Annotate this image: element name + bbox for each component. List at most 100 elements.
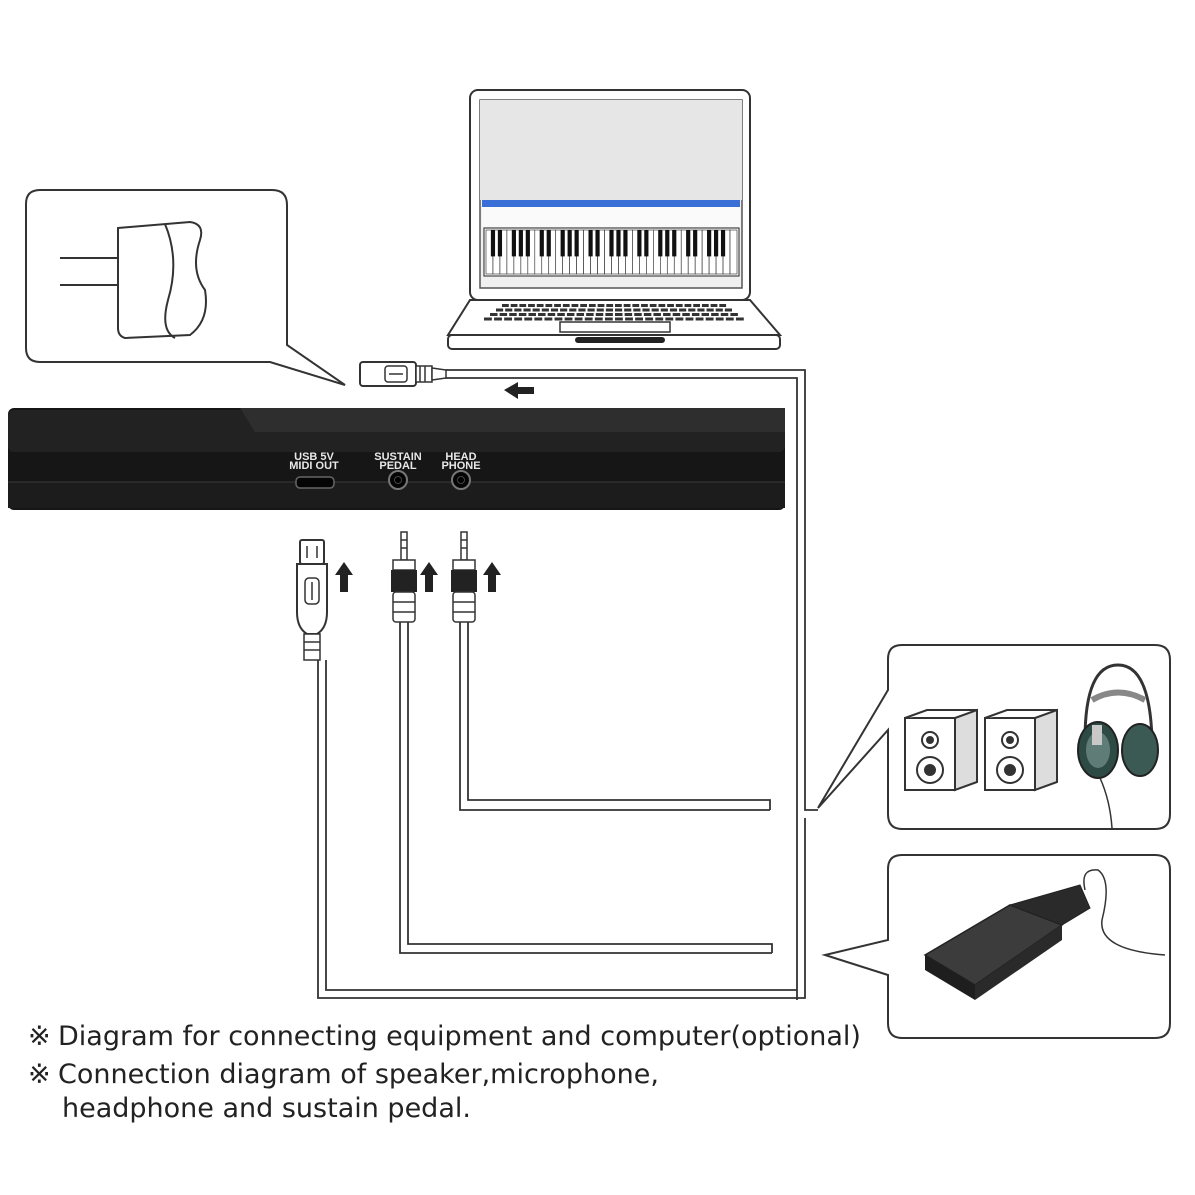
- laptop-key: [532, 308, 540, 312]
- sustain-port-label-line1: SUSTAIN: [374, 451, 422, 463]
- laptop-key: [635, 317, 644, 321]
- laptop-key: [645, 317, 654, 321]
- arrow-up-icon: [420, 562, 438, 592]
- laptop-key: [706, 308, 714, 312]
- black-key: [511, 230, 516, 257]
- laptop-key: [604, 317, 613, 321]
- black-key: [658, 230, 663, 257]
- laptop-key: [615, 308, 623, 312]
- black-key: [490, 230, 496, 257]
- reference-mark: ※: [28, 1059, 51, 1090]
- black-key: [672, 230, 677, 257]
- laptop-key: [550, 308, 559, 312]
- headphone-icon: [1077, 663, 1159, 829]
- arrow-up-icon: [335, 562, 353, 592]
- laptop-key: [625, 317, 633, 321]
- laptop-key: [502, 304, 509, 307]
- laptop-key: [719, 304, 727, 307]
- laptop-key: [494, 317, 502, 321]
- black-key: [637, 230, 642, 257]
- laptop-key: [554, 304, 561, 307]
- laptop-key: [566, 313, 575, 316]
- laptop-icon: [446, 89, 783, 350]
- laptop-key: [595, 313, 604, 316]
- laptop-key: [688, 308, 696, 312]
- laptop-key: [658, 304, 666, 307]
- laptop-key: [649, 304, 657, 307]
- laptop-key: [642, 308, 650, 312]
- laptop-key: [705, 317, 714, 321]
- laptop-key: [623, 304, 631, 307]
- usb-port: [295, 476, 335, 489]
- laptop-key: [538, 313, 546, 316]
- headphone-port-label-line2: PHONE: [441, 460, 480, 472]
- laptop-key: [641, 304, 648, 307]
- laptop-key: [528, 313, 536, 316]
- black-key: [713, 230, 719, 257]
- laptop-key: [554, 317, 563, 321]
- laptop-key: [634, 313, 642, 316]
- black-key: [644, 230, 649, 257]
- power-adapter-icon: [60, 220, 207, 340]
- laptop-key: [606, 304, 614, 307]
- laptop-key: [685, 317, 694, 321]
- laptop-key: [557, 313, 565, 316]
- laptop-key: [499, 313, 508, 316]
- black-key: [560, 230, 565, 257]
- speaker-icon: [984, 708, 1058, 792]
- laptop-key: [667, 304, 674, 307]
- laptop-key: [693, 304, 701, 307]
- caption-device-connection: ※Connection diagram of speaker,microphon…: [28, 1058, 659, 1092]
- black-key: [609, 230, 614, 257]
- black-key: [595, 230, 600, 257]
- black-key: [686, 230, 691, 257]
- laptop-key: [518, 313, 527, 316]
- laptop-key: [484, 317, 492, 321]
- laptop-key: [615, 317, 623, 321]
- laptop-key: [534, 317, 543, 321]
- laptop-keyboard: [484, 304, 744, 321]
- sustain-pedal-callout: [821, 854, 1171, 1039]
- black-key: [693, 230, 698, 257]
- laptop-key: [682, 313, 690, 316]
- laptop-usb-cable: [359, 361, 818, 1000]
- headphone-cable: [451, 531, 771, 811]
- laptop-key: [615, 313, 623, 316]
- laptop-key: [643, 313, 652, 316]
- laptop-key: [711, 313, 719, 316]
- laptop-key: [569, 308, 577, 312]
- caption-line-3: headphone and sustain pedal.: [62, 1093, 471, 1124]
- laptop-key: [632, 304, 640, 307]
- laptop-key: [524, 317, 533, 321]
- white-key: [729, 229, 738, 275]
- laptop-key: [588, 304, 596, 307]
- laptop-key: [519, 304, 527, 307]
- audio-jack-icon: [391, 531, 417, 623]
- laptop-key: [697, 308, 705, 312]
- laptop-key: [574, 317, 583, 321]
- caption-device-connection-continued: headphone and sustain pedal.: [62, 1092, 471, 1126]
- laptop-key: [509, 313, 517, 316]
- laptop-key: [544, 317, 553, 321]
- laptop-key: [597, 304, 605, 307]
- laptop-key: [605, 313, 613, 316]
- laptop-key: [580, 304, 588, 307]
- black-key: [546, 230, 551, 257]
- laptop-key: [504, 317, 513, 321]
- reference-mark: ※: [28, 1021, 51, 1052]
- laptop-key: [675, 304, 683, 307]
- laptop-key: [576, 313, 585, 316]
- laptop-key: [594, 317, 603, 321]
- black-key: [539, 230, 544, 257]
- sustain-pedal-cable: [391, 531, 773, 954]
- laptop-key: [730, 313, 738, 316]
- piano-keys: [485, 229, 738, 275]
- arrow-up-icon: [483, 562, 501, 592]
- laptop-key: [691, 313, 700, 316]
- laptop-key: [701, 313, 710, 316]
- black-key: [497, 230, 503, 257]
- laptop-key: [571, 304, 579, 307]
- laptop-key: [669, 308, 678, 312]
- usb-port-label-line2: MIDI OUT: [289, 460, 339, 472]
